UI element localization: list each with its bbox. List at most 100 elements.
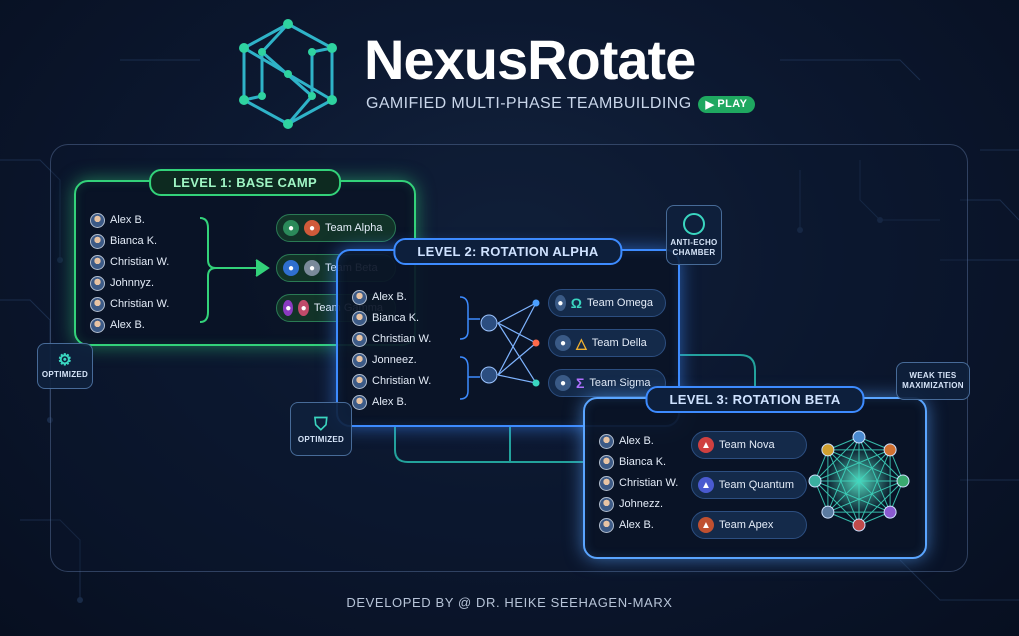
- avatar: [599, 454, 614, 470]
- level-3-title: LEVEL 3: ROTATION BETA: [645, 386, 865, 413]
- network-edge: [827, 449, 891, 513]
- member: Alex B.: [599, 517, 678, 533]
- team-avatar-icon: ●: [304, 220, 320, 236]
- shield-check-icon: ⛉: [314, 414, 328, 434]
- sigma-icon: Σ: [576, 375, 585, 391]
- team-chip[interactable]: ▲ Team Apex: [691, 511, 807, 539]
- member: Alex B.: [90, 212, 169, 228]
- member-name: Christian W.: [372, 333, 432, 345]
- play-label: PLAY: [717, 98, 748, 110]
- member-name: Alex B.: [110, 319, 145, 331]
- team-chip[interactable]: ▲ Team Nova: [691, 431, 807, 459]
- team-avatar-icon: ▲: [698, 517, 714, 533]
- level-1-bracket: [199, 217, 270, 323]
- team-avatar-icon: ●: [283, 300, 294, 316]
- optimized-badge-center: ⛉ OPTIMIZED: [290, 402, 352, 456]
- level-3-panel: LEVEL 3: ROTATION BETA Alex B. Bianca K.…: [583, 386, 927, 559]
- team-chip[interactable]: ● ● Team Alpha: [276, 214, 396, 242]
- member: Johnezz.: [599, 496, 678, 512]
- team-avatar-icon: ●: [283, 220, 299, 236]
- avatar: [90, 254, 105, 270]
- anti-echo-chamber-badge: ANTI-ECHO CHAMBER: [666, 205, 722, 265]
- team-avatar-icon: ●: [555, 375, 571, 391]
- network-nodes-icon: ⚙: [57, 352, 73, 369]
- network-node: [883, 505, 897, 519]
- team-avatar-icon: ▲: [698, 437, 714, 453]
- team-avatar-icon: ●: [555, 295, 566, 311]
- avatar: [352, 331, 367, 347]
- member-name: Jonneez.: [372, 354, 417, 366]
- level-2-panel: LEVEL 2: ROTATION ALPHA Alex B. Bianca K…: [336, 238, 680, 427]
- member-name: Christian W.: [110, 298, 170, 310]
- team-avatar-icon: ●: [304, 260, 320, 276]
- member-name: Christian W.: [372, 375, 432, 387]
- level-2-rotation-graph: [459, 296, 540, 400]
- network-edge: [827, 449, 904, 482]
- weak-ties-badge: WEAK TIES MAXIMIZATION: [896, 362, 970, 400]
- member-name: Johnnyz.: [110, 277, 155, 289]
- omega-icon: Ω: [570, 295, 582, 311]
- play-icon: ▶: [705, 98, 715, 111]
- member: Alex B.: [599, 433, 678, 449]
- network-node: [883, 443, 897, 457]
- team-avatar-icon: ▲: [698, 477, 714, 493]
- level-2-members: Alex B. Bianca K. Christian W. Jonneez. …: [352, 289, 431, 410]
- play-button[interactable]: ▶PLAY: [697, 95, 756, 113]
- level-3-members: Alex B. Bianca K. Christian W. Johnezz. …: [599, 433, 678, 533]
- team-name: Team Nova: [719, 439, 775, 451]
- badge-label: ANTI-ECHO: [670, 237, 718, 247]
- avatar: [352, 310, 367, 326]
- level-1-title: LEVEL 1: BASE CAMP: [149, 169, 341, 196]
- badge-label: OPTIMIZED: [41, 370, 89, 379]
- member-name: Christian W.: [619, 477, 679, 489]
- team-name: Team Omega: [586, 297, 653, 309]
- member: Alex B.: [90, 317, 169, 333]
- badge-label: WEAK TIES: [909, 371, 957, 380]
- team-chip[interactable]: ● Ω Team Omega: [548, 289, 666, 317]
- level-1-members: Alex B. Bianca K. Christian W. Johnnyz. …: [90, 212, 169, 333]
- network-node: [896, 474, 910, 488]
- member-name: Bianca K.: [372, 312, 420, 324]
- badge-label: OPTIMIZED: [297, 435, 345, 444]
- avatar: [90, 233, 105, 249]
- level-2-title: LEVEL 2: ROTATION ALPHA: [393, 238, 623, 265]
- subtitle-text: GAMIFIED MULTI-PHASE TEAMBUILDING: [366, 95, 692, 112]
- team-name: Team Quantum: [718, 479, 794, 491]
- member: Bianca K.: [352, 310, 431, 326]
- member-name: Alex B.: [372, 291, 407, 303]
- member: Alex B.: [352, 289, 431, 305]
- member: Johnnyz.: [90, 275, 169, 291]
- team-chip[interactable]: ● △ Team Della: [548, 329, 666, 357]
- team-name: Team Sigma: [589, 377, 651, 389]
- member: Bianca K.: [90, 233, 169, 249]
- avatar: [90, 275, 105, 291]
- member: Christian W.: [352, 331, 431, 347]
- avatar: [90, 212, 105, 228]
- network-edge: [827, 449, 860, 526]
- badge-label: MAXIMIZATION: [902, 381, 964, 390]
- member: Christian W.: [90, 254, 169, 270]
- member-name: Bianca K.: [110, 235, 158, 247]
- avatar: [599, 475, 614, 491]
- member-name: Bianca K.: [619, 456, 667, 468]
- radar-icon: [683, 212, 705, 235]
- avatar: [599, 517, 614, 533]
- developer-credit: DEVELOPED BY @ DR. HEIKE SEEHAGEN-MARX: [346, 595, 673, 610]
- avatar: [90, 296, 105, 312]
- triangle-icon: △: [576, 334, 587, 351]
- member-name: Alex B.: [619, 519, 654, 531]
- badge-label: CHAMBER: [672, 247, 716, 257]
- team-name: Team Della: [591, 337, 647, 349]
- app-subtitle: GAMIFIED MULTI-PHASE TEAMBUILDING ▶PLAY: [366, 95, 756, 113]
- member-name: Christian W.: [110, 256, 170, 268]
- team-chip[interactable]: ▲ Team Quantum: [691, 471, 807, 499]
- avatar: [352, 352, 367, 368]
- member: Christian W.: [90, 296, 169, 312]
- network-node: [821, 505, 835, 519]
- team-avatar-icon: ●: [283, 260, 299, 276]
- member-name: Alex B.: [110, 214, 145, 226]
- member: Christian W.: [352, 373, 431, 389]
- optimized-badge-left: ⚙ OPTIMIZED: [37, 343, 93, 389]
- network-node: [821, 443, 835, 457]
